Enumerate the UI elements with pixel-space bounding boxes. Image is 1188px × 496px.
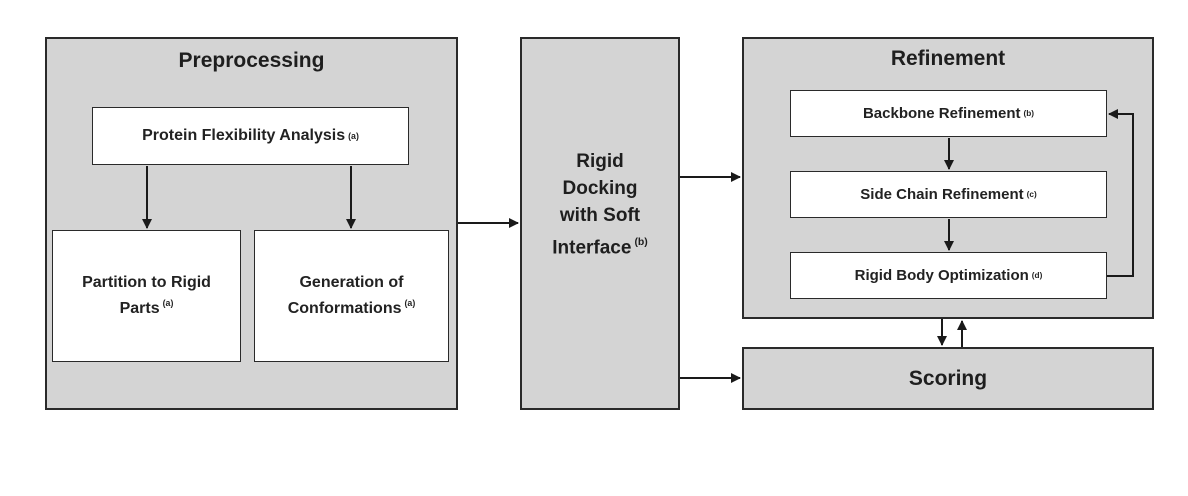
arrow-rigidbody-loop-to-backbone	[1107, 109, 1134, 277]
backbone-refinement-note: (b)	[1023, 109, 1035, 118]
partition-line1: Partition to Rigid	[82, 274, 211, 292]
generation-box: Generation of Conformations(a)	[254, 230, 449, 362]
rigid-body-optimization-note: (d)	[1031, 271, 1043, 280]
backbone-refinement-box: Backbone Refinement(b)	[790, 90, 1107, 137]
protein-flexibility-label: Protein Flexibility Analysis	[142, 127, 346, 144]
rigid-body-optimization-label: Rigid Body Optimization	[854, 267, 1029, 284]
docking-note: (b)	[634, 236, 648, 248]
scoring-panel: Scoring	[742, 347, 1154, 410]
refinement-title: Refinement	[890, 47, 1006, 70]
backbone-refinement-label: Backbone Refinement	[862, 105, 1021, 122]
side-chain-refinement-label: Side Chain Refinement	[860, 186, 1024, 203]
protein-flexibility-note: (a)	[348, 131, 359, 141]
rigid-body-optimization-box: Rigid Body Optimization(d)	[790, 252, 1107, 299]
docking-line4: Interface	[552, 237, 632, 259]
rigid-docking-panel: Rigid Docking with Soft Interface(b)	[520, 37, 680, 410]
generation-line2: Conformations	[287, 300, 402, 318]
docking-line1: Rigid	[576, 150, 624, 172]
docking-line2: Docking	[562, 177, 638, 199]
side-chain-refinement-box: Side Chain Refinement(c)	[790, 171, 1107, 218]
side-chain-refinement-note: (c)	[1026, 190, 1037, 199]
preprocessing-title: Preprocessing	[178, 49, 325, 72]
docking-line3: with Soft	[559, 204, 641, 226]
partition-note: (a)	[162, 298, 174, 309]
generation-note: (a)	[404, 298, 416, 309]
partition-box: Partition to Rigid Parts(a)	[52, 230, 241, 362]
scoring-title: Scoring	[908, 366, 988, 390]
partition-line2: Parts	[119, 300, 160, 318]
generation-line1: Generation of	[299, 274, 404, 292]
protein-flexibility-box: Protein Flexibility Analysis(a)	[92, 107, 409, 165]
